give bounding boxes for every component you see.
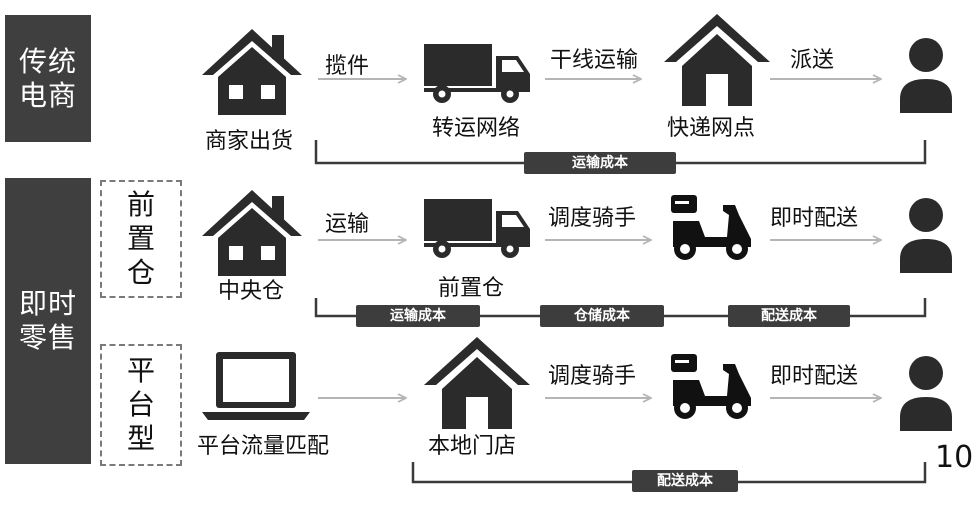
scooter-icon <box>671 195 751 260</box>
laptop-icon <box>202 352 310 420</box>
cost-badge-transport-row1: 运输成本 <box>524 152 676 174</box>
truck-icon <box>424 199 530 258</box>
subcategory-front-warehouse-label: 前置仓 <box>126 188 155 289</box>
node-merchant-ship: 商家出货 <box>205 129 294 154</box>
category-traditional-label: 传统电商 <box>18 44 77 112</box>
cost-badge-storage-row2: 仓储成本 <box>540 305 664 327</box>
house-icon <box>202 190 302 276</box>
node-central-warehouse: 中央仓 <box>218 279 285 304</box>
page-number: 10 <box>935 440 974 475</box>
cost-badge-delivery-row2: 配送成本 <box>728 305 850 327</box>
cost-badge-delivery-row3: 配送成本 <box>632 470 738 492</box>
node-local-store: 本地门店 <box>428 434 517 459</box>
subcategory-platform-label: 平台型 <box>126 354 155 455</box>
person-icon <box>900 198 952 273</box>
subcategory-platform: 平台型 <box>100 344 182 466</box>
scooter-icon <box>671 354 751 419</box>
truck-icon <box>424 44 530 103</box>
node-express-outlet: 快递网点 <box>667 116 756 141</box>
category-traditional: 传统电商 <box>5 15 91 142</box>
edge-instant-label-row3: 即时配送 <box>770 364 859 389</box>
edge-pickup-label: 揽件 <box>325 54 370 79</box>
node-transfer-network: 转运网络 <box>432 116 521 141</box>
edge-trunk-label: 干线运输 <box>550 48 639 73</box>
node-platform-traffic-match: 平台流量匹配 <box>197 434 330 459</box>
person-icon <box>900 356 952 431</box>
category-instant-label: 即时零售 <box>18 287 77 354</box>
store-icon <box>424 337 530 429</box>
edge-dispatch-label-row2: 调度骑手 <box>548 206 637 231</box>
person-icon <box>900 38 952 113</box>
cost-badge-transport-row2: 运输成本 <box>356 305 480 327</box>
edge-dispatch-label-row3: 调度骑手 <box>548 364 637 389</box>
edge-transport-label: 运输 <box>325 212 370 237</box>
edge-delivery-label: 派送 <box>790 48 835 73</box>
house-icon <box>202 29 302 115</box>
category-instant: 即时零售 <box>5 178 91 464</box>
subcategory-front-warehouse: 前置仓 <box>100 180 182 298</box>
store-icon <box>664 14 770 106</box>
edge-instant-label-row2: 即时配送 <box>770 206 859 231</box>
node-front-warehouse: 前置仓 <box>438 276 505 301</box>
